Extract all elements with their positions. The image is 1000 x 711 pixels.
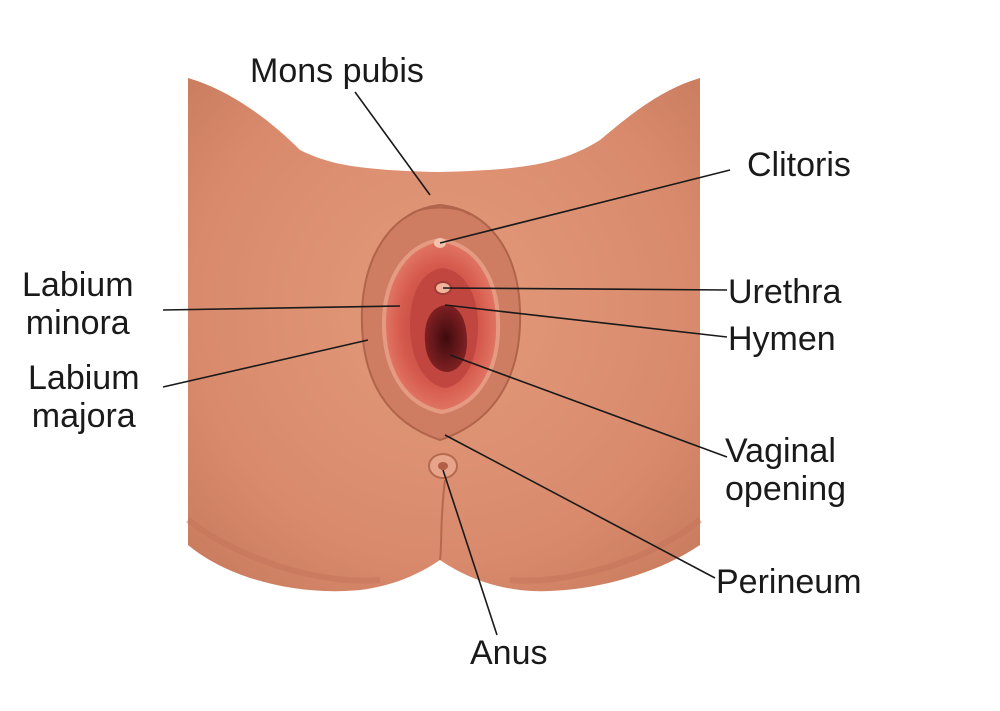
label-clitoris-text: Clitoris [747,146,851,184]
label-vaginal-opening-line1: Vaginal [725,432,836,470]
gluteal-crease [439,479,446,561]
label-perineum-text: Perineum [716,563,862,601]
label-anus: Anus [470,634,548,672]
label-urethra: Urethra [728,273,841,311]
leader-labium-minora [162,305,401,311]
label-vaginal-opening-line2: opening [725,470,847,508]
label-labium-majora-line1: Labium [28,359,140,397]
label-labium-majora-line2: majora [31,397,136,435]
label-hymen-text: Hymen [728,320,836,358]
leader-hymen [444,304,728,338]
label-clitoris: Clitoris [747,146,851,184]
label-labium-minora-line2: minora [25,304,130,342]
leader-clitoris [439,169,731,244]
label-mons-pubis-text: Mons pubis [250,52,424,90]
clitoral-hood [409,206,471,216]
leader-perineum [444,434,716,579]
label-urethra-text: Urethra [728,273,842,311]
leader-labium-majora [162,339,369,388]
label-hymen: Hymen [728,320,836,358]
label-vaginal-opening: Vaginal opening [725,432,846,508]
label-anus-text: Anus [470,634,548,672]
leader-lines [162,91,731,636]
label-labium-minora-line1: Labium [22,266,134,304]
leader-anus [442,469,498,636]
label-perineum: Perineum [716,563,862,601]
label-labium-minora: Labium minora [22,266,134,342]
leader-vaginal-opening [449,354,728,458]
label-mons-pubis: Mons pubis [250,52,424,90]
anus-center [438,462,448,470]
leader-mons-pubis [354,91,431,196]
thigh-shadow-left [186,517,381,584]
label-labium-majora: Labium majora [28,359,140,435]
leader-urethra [442,287,728,291]
vaginal-opening-shape [424,305,468,372]
thigh-shadow-right [509,517,702,584]
